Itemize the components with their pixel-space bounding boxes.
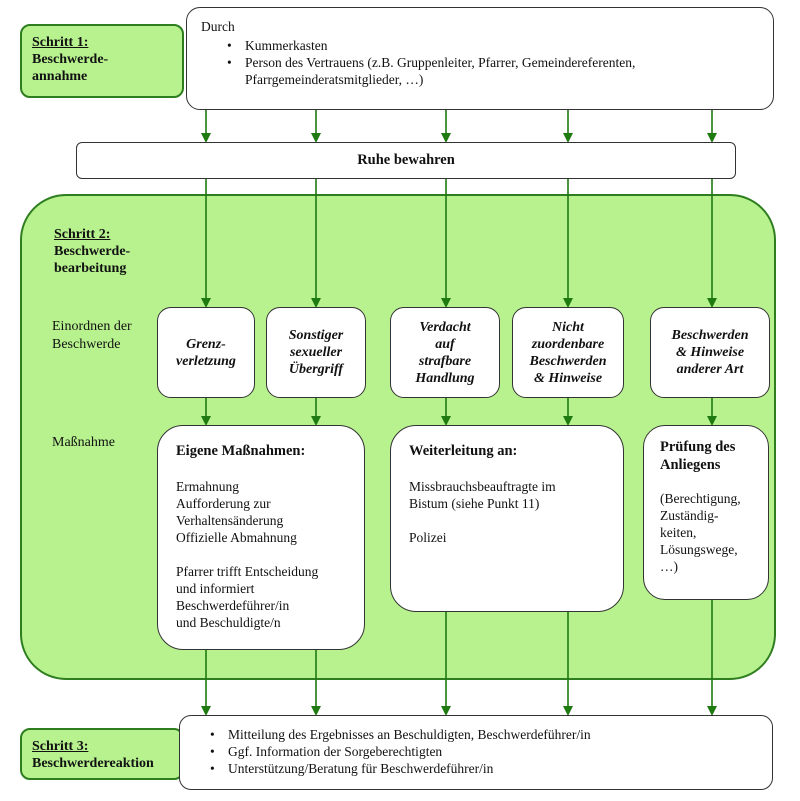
action-own-line: und Beschuldigte/n: [176, 615, 281, 630]
action-forward-gap: [409, 512, 609, 529]
step3-title: Schritt 3:: [32, 739, 89, 754]
action-review-line: …): [660, 559, 678, 574]
category-line: Handlung: [415, 370, 475, 386]
category-line: Sonstiger: [288, 328, 344, 343]
category-box-boundary: Grenz- verletzung: [157, 307, 255, 398]
reaction-item: Ggf. Information der Sorgeberechtigten: [206, 743, 758, 760]
calm-label: Ruhe bewahren: [357, 152, 455, 168]
action-own-line: Offizielle Abmahnung: [176, 530, 297, 545]
category-line: zuordenbare: [531, 336, 605, 352]
action-review-line: (Berechtigung,: [660, 491, 741, 506]
step3-label: Schritt 3: Beschwerdereaktion: [20, 728, 184, 780]
step1-subtitle-1: Beschwerde-: [32, 52, 109, 67]
action-box-own-measures: Eigene Maßnahmen: Ermahnung Aufforderung…: [157, 425, 365, 650]
category-line: strafbare: [418, 353, 472, 369]
action-forward-line: Polizei: [409, 530, 447, 545]
action-own-line: und informiert: [176, 581, 255, 596]
action-own-line: Ermahnung: [176, 479, 239, 494]
step2-subtitle-2: bearbeitung: [54, 261, 127, 276]
classify-label-2: Beschwerde: [52, 337, 121, 352]
category-box-other-kind: Beschwerden & Hinweise anderer Art: [650, 307, 770, 398]
category-line: auf: [435, 336, 455, 352]
category-box-criminal-suspicion: Verdacht auf strafbare Handlung: [390, 307, 500, 398]
reaction-item: Unterstützung/Beratung für Beschwerdefüh…: [206, 760, 758, 777]
action-review-title-1: Prüfung des: [660, 439, 736, 455]
action-own-line: Pfarrer trifft Entscheidung: [176, 564, 319, 579]
action-own-gap: [176, 546, 350, 563]
category-line: Beschwerden: [671, 328, 749, 343]
classify-label-1: Einordnen der: [52, 319, 132, 334]
category-line: Übergriff: [288, 362, 344, 377]
intake-intro: Durch: [201, 19, 235, 34]
action-forward-title: Weiterleitung an:: [409, 443, 518, 459]
category-line: & Hinweise: [533, 370, 603, 386]
category-line: & Hinweise: [675, 345, 745, 360]
intake-item-cont-text: Pfarrgemeinderatsmitglieder, …): [245, 72, 424, 87]
category-line: Grenz-: [186, 336, 226, 352]
category-box-other-assault: Sonstiger sexueller Übergriff: [266, 307, 366, 398]
action-own-title: Eigene Maßnahmen:: [176, 443, 306, 459]
action-forward-line: Missbrauchsbeauftragte im: [409, 479, 556, 494]
action-review-line: Lösungswege,: [660, 542, 738, 557]
action-review-line: keiten,: [660, 525, 697, 540]
intake-item: Kummerkasten: [223, 37, 759, 54]
action-review-title-2: Anliegens: [660, 457, 721, 473]
category-box-unassignable: Nicht zuordenbare Beschwerden & Hinweise: [512, 307, 624, 398]
action-forward-line: Bistum (siehe Punkt 11): [409, 496, 540, 511]
step3-subtitle: Beschwerdereaktion: [32, 756, 154, 771]
action-box-forwarding: Weiterleitung an: Missbrauchsbeauftragte…: [390, 425, 624, 612]
reaction-box: Mitteilung des Ergebnisses an Beschuldig…: [179, 715, 773, 790]
intake-item: Person des Vertrauens (z.B. Gruppenleite…: [223, 54, 759, 71]
step1-label: Schritt 1: Beschwerde- annahme: [20, 24, 184, 98]
intake-item-continuation: Pfarrgemeinderatsmitglieder, …): [223, 71, 759, 88]
classify-label: Einordnen der Beschwerde: [52, 318, 162, 354]
step2-subtitle-1: Beschwerde-: [54, 244, 131, 259]
action-own-line: Aufforderung zur: [176, 496, 271, 511]
step1-subtitle-2: annahme: [32, 69, 88, 84]
reaction-list: Mitteilung des Ergebnisses an Beschuldig…: [206, 726, 758, 777]
measure-label: Maßnahme: [52, 434, 152, 452]
category-line: Nicht: [552, 319, 584, 335]
category-line: verletzung: [176, 353, 236, 369]
category-line: sexueller: [289, 345, 343, 360]
category-line: anderer Art: [676, 362, 744, 377]
measure-label-text: Maßnahme: [52, 435, 115, 450]
action-box-review: Prüfung des Anliegens (Berechtigung, Zus…: [643, 425, 769, 600]
intake-box: Durch Kummerkasten Person des Vertrauens…: [186, 7, 774, 110]
action-review-line: Zuständig-: [660, 508, 719, 523]
reaction-item: Mitteilung des Ergebnisses an Beschuldig…: [206, 726, 758, 743]
intake-list: Kummerkasten Person des Vertrauens (z.B.…: [223, 37, 759, 88]
action-own-line: Beschwerdeführer/in: [176, 598, 290, 613]
step1-title: Schritt 1:: [32, 35, 89, 50]
step2-title: Schritt 2:: [54, 227, 111, 242]
action-own-line: Verhaltensänderung: [176, 513, 284, 528]
category-line: Verdacht: [419, 319, 471, 335]
category-line: Beschwerden: [529, 353, 607, 369]
step2-label: Schritt 2: Beschwerde- bearbeitung: [54, 226, 184, 277]
calm-bar: Ruhe bewahren: [76, 142, 736, 179]
